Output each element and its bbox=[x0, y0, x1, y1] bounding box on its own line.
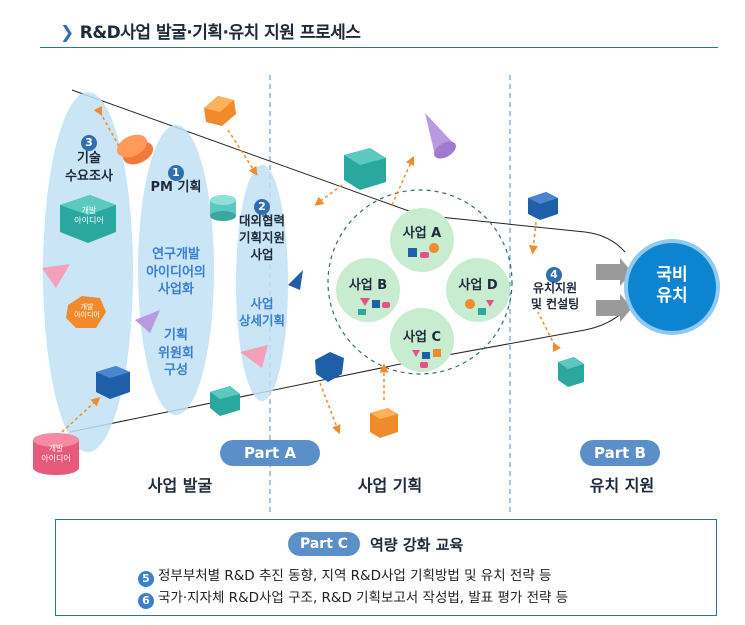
item-number: 6 bbox=[138, 593, 154, 609]
project-b-mini-shapes bbox=[358, 298, 390, 315]
section-plan: 사업 기획 bbox=[357, 476, 423, 495]
orange-hexagon-shape bbox=[204, 96, 236, 126]
step-3-label: 기술 수요조사 bbox=[65, 151, 113, 184]
part-b-badge: Part B bbox=[580, 440, 660, 466]
ellipse-pm-planning bbox=[138, 125, 214, 415]
teal-cube-shape-top bbox=[344, 148, 386, 190]
ellipse-tech-survey bbox=[43, 92, 133, 452]
idea-cylinder-label: 개발 아이디어 bbox=[41, 444, 71, 463]
section-discover: 사업 발굴 bbox=[147, 476, 213, 495]
dashed-arrows bbox=[61, 105, 562, 435]
page-title: ❯R&D사업 발굴·기획·유치 지원 프로세스 bbox=[60, 23, 361, 43]
step-number: 4 bbox=[546, 267, 562, 283]
step-2-sub: 사업 상세기획 bbox=[238, 296, 285, 328]
step-1-sub-b: 기획 위원회 구성 bbox=[158, 328, 194, 379]
idea-cylinder-shape bbox=[33, 433, 79, 475]
goal-label: 국비 유치 bbox=[656, 265, 688, 307]
step-number: 1 bbox=[168, 165, 184, 181]
idea-dark-cube-shape bbox=[96, 366, 130, 399]
step-4-label: 유치지원 및 컨설팅 bbox=[530, 281, 580, 312]
section-attract: 유치 지원 bbox=[589, 476, 655, 495]
step-2-badge: 2 bbox=[252, 194, 272, 216]
project-b-label: 사업 B bbox=[348, 278, 388, 293]
teal-cube-shape-bottom bbox=[210, 386, 240, 416]
pink-cone-shape-mid bbox=[240, 345, 268, 368]
pink-cone-shape-left bbox=[42, 264, 70, 288]
orange-cube-shape-bottom bbox=[370, 408, 398, 438]
project-a-circle bbox=[390, 208, 454, 272]
orange-cylinder-shape bbox=[116, 134, 154, 165]
chevron-right-icon: ❯ bbox=[60, 23, 74, 43]
header-divider bbox=[40, 47, 718, 48]
step-1-label: PM 기획 bbox=[150, 180, 202, 195]
step-1-sub-a: 연구개발 아이디어의 사업화 bbox=[146, 247, 206, 298]
goal-circle bbox=[624, 239, 720, 335]
idea-cube-shape bbox=[60, 195, 116, 243]
teal-cylinder-shape bbox=[210, 195, 236, 221]
blue-hexagon-shape bbox=[315, 352, 344, 382]
funnel-line-top bbox=[419, 214, 586, 233]
step-4-badge: 4 bbox=[544, 262, 564, 284]
funnel-curve-top bbox=[584, 231, 626, 253]
funnel-line-bottom bbox=[69, 359, 421, 433]
item-number: 5 bbox=[138, 571, 154, 587]
part-c-panel bbox=[55, 519, 717, 616]
project-d-circle bbox=[446, 258, 510, 322]
blue-cone-shape bbox=[288, 270, 303, 290]
idea-cube-label: 개발 아이디어 bbox=[74, 206, 104, 225]
step-2-label: 대외협력 기획지원 사업 bbox=[238, 213, 285, 262]
part-c-badge: Part C bbox=[288, 532, 360, 556]
ellipse-external-support bbox=[236, 165, 288, 401]
idea-hexagon-label: 개발 아이디어 bbox=[74, 303, 100, 320]
step-number: 3 bbox=[81, 135, 97, 151]
blue-cube-shape-right bbox=[528, 192, 558, 220]
project-d-mini-shapes bbox=[465, 299, 494, 315]
project-a-mini-shapes bbox=[408, 243, 439, 258]
project-c-label: 사업 C bbox=[403, 330, 441, 345]
project-c-mini-shapes bbox=[412, 349, 441, 368]
step-number: 2 bbox=[254, 199, 270, 215]
step-3-badge: 3 bbox=[62, 130, 116, 152]
grey-arrows-to-goal bbox=[596, 258, 632, 322]
purple-cone-shape-top bbox=[425, 113, 456, 159]
part-a-badge: Part A bbox=[220, 440, 320, 466]
funnel-line-top bbox=[71, 89, 421, 216]
project-d-label: 사업 D bbox=[458, 278, 498, 293]
step-1-badge: 1 bbox=[166, 160, 186, 182]
teal-cube-shape-right bbox=[558, 357, 584, 387]
part-c-title: 역량 강화 교육 bbox=[370, 536, 464, 554]
project-group-circle bbox=[327, 189, 513, 375]
idea-hexagon-shape bbox=[66, 296, 106, 328]
purple-cone-shape-left bbox=[135, 310, 160, 333]
project-a-label: 사업 A bbox=[402, 226, 442, 241]
